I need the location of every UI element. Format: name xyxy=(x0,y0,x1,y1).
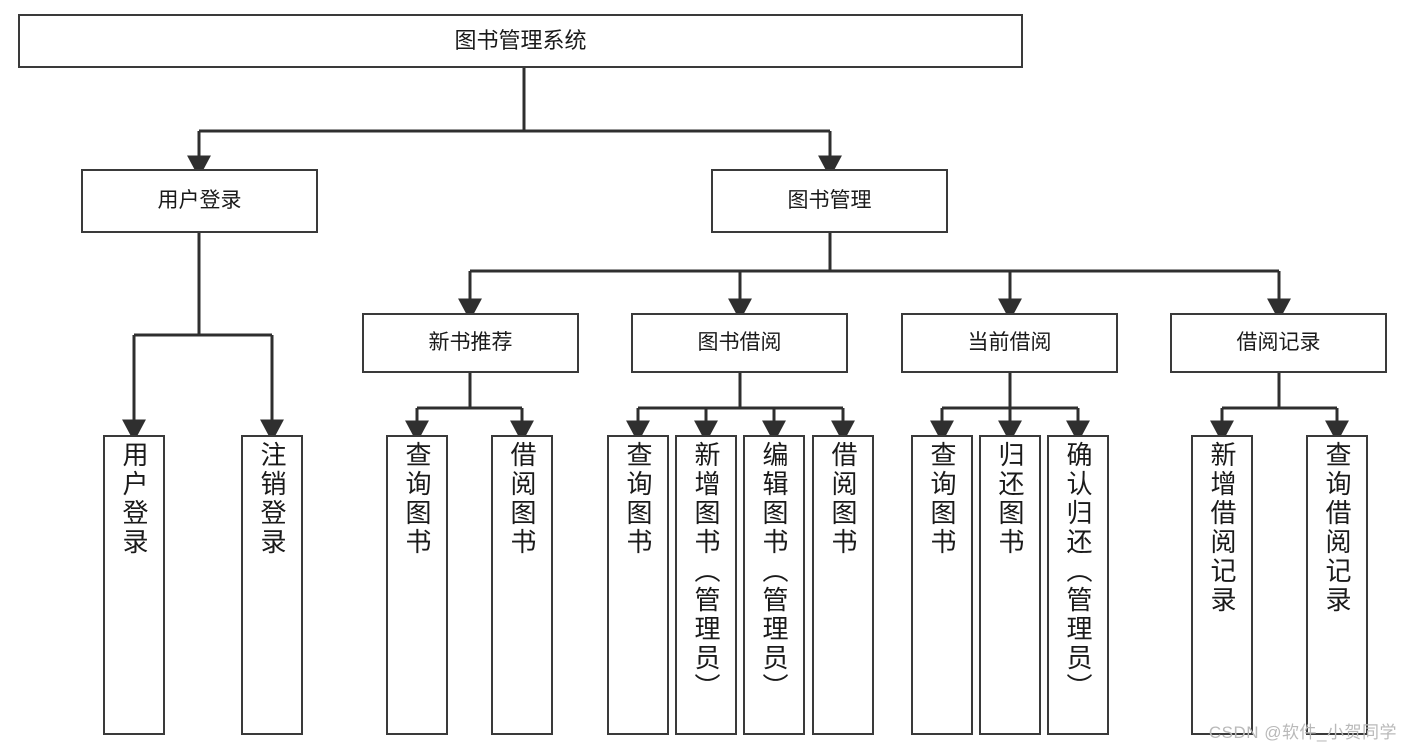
node-current-borrow[interactable]: 当前借阅 xyxy=(901,313,1118,373)
node-leaf-query-book-2[interactable]: 查询图书 xyxy=(607,435,669,735)
node-leaf-borrow-book-1[interactable]: 借阅图书 xyxy=(491,435,553,735)
node-root-label: 图书管理系统 xyxy=(454,27,587,53)
node-leaf-edit-book-label: 编辑图书（管理员） xyxy=(759,441,789,702)
node-book-management[interactable]: 图书管理 xyxy=(711,169,948,233)
node-leaf-user-logout-label: 注销登录 xyxy=(257,441,287,557)
node-leaf-query-book-2-label: 查询图书 xyxy=(623,441,653,557)
node-book-borrow-label: 图书借阅 xyxy=(697,331,782,355)
node-book-management-label: 图书管理 xyxy=(787,189,872,213)
node-leaf-confirm-return-label: 确认归还（管理员） xyxy=(1063,441,1093,702)
node-current-borrow-label: 当前借阅 xyxy=(967,331,1052,355)
node-user-login[interactable]: 用户登录 xyxy=(81,169,318,233)
watermark-text: CSDN @软件_小贺同学 xyxy=(1208,723,1397,742)
node-leaf-add-record-label: 新增借阅记录 xyxy=(1207,441,1237,615)
node-user-login-label: 用户登录 xyxy=(157,189,242,213)
node-root[interactable]: 图书管理系统 xyxy=(18,14,1023,68)
node-leaf-query-book-3-label: 查询图书 xyxy=(927,441,957,557)
node-leaf-add-record[interactable]: 新增借阅记录 xyxy=(1191,435,1253,735)
node-leaf-user-logout[interactable]: 注销登录 xyxy=(241,435,303,735)
node-leaf-return-book-label: 归还图书 xyxy=(995,441,1025,557)
node-leaf-add-book[interactable]: 新增图书（管理员） xyxy=(675,435,737,735)
node-new-book-recommend[interactable]: 新书推荐 xyxy=(362,313,579,373)
node-leaf-return-book[interactable]: 归还图书 xyxy=(979,435,1041,735)
node-leaf-borrow-book-2[interactable]: 借阅图书 xyxy=(812,435,874,735)
node-leaf-query-record[interactable]: 查询借阅记录 xyxy=(1306,435,1368,735)
node-leaf-add-book-label: 新增图书（管理员） xyxy=(691,441,721,702)
node-book-borrow[interactable]: 图书借阅 xyxy=(631,313,848,373)
node-leaf-user-login-label: 用户登录 xyxy=(119,441,149,557)
node-leaf-query-book-1[interactable]: 查询图书 xyxy=(386,435,448,735)
node-borrow-record[interactable]: 借阅记录 xyxy=(1170,313,1387,373)
node-leaf-borrow-book-2-label: 借阅图书 xyxy=(828,441,858,557)
node-new-book-recommend-label: 新书推荐 xyxy=(428,331,513,355)
node-leaf-query-record-label: 查询借阅记录 xyxy=(1322,441,1352,615)
node-leaf-confirm-return[interactable]: 确认归还（管理员） xyxy=(1047,435,1109,735)
node-leaf-query-book-3[interactable]: 查询图书 xyxy=(911,435,973,735)
node-leaf-query-book-1-label: 查询图书 xyxy=(402,441,432,557)
node-leaf-borrow-book-1-label: 借阅图书 xyxy=(507,441,537,557)
node-leaf-edit-book[interactable]: 编辑图书（管理员） xyxy=(743,435,805,735)
node-leaf-user-login[interactable]: 用户登录 xyxy=(103,435,165,735)
node-borrow-record-label: 借阅记录 xyxy=(1236,331,1321,355)
